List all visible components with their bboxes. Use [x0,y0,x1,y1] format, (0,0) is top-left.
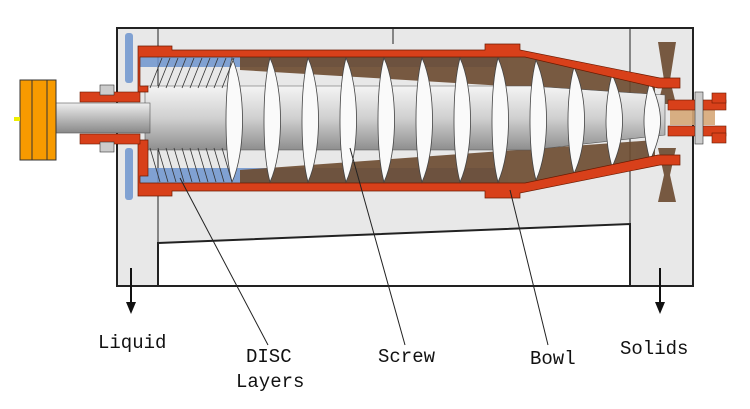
bowl [137,43,681,199]
disc-layer [149,57,163,183]
disc-layer [213,57,227,183]
label-bowl: Bowl [530,348,576,370]
screw-flight [339,56,357,184]
disc-layer [173,57,187,183]
disc-layer [197,57,211,183]
disc-layer [221,57,235,183]
screw-flight [529,58,547,182]
label-solids: Solids [620,338,689,360]
label-screw: Screw [378,346,436,368]
disc-layer [165,57,179,183]
label-liquid: Liquid [98,332,167,354]
leader-lines [179,147,549,346]
liquid-outlet-arrow [126,268,136,314]
label-layers: Layers [236,371,305,393]
disc-layer [189,57,203,183]
motor [14,79,57,161]
left-shaft [54,84,151,153]
screw-flight [453,56,471,184]
screw-flight [377,56,395,184]
screw-flight [301,56,319,184]
screw-conveyor [144,56,666,184]
screw-flight [263,56,281,184]
screw-flight [415,56,433,184]
disc-layer [181,57,195,183]
solids-outlet-arrow [655,268,665,314]
label-disc: DISC [246,346,292,368]
disc-layer [205,57,219,183]
screw-flight [491,56,509,184]
right-shaft [667,91,727,145]
disc-layer [157,57,171,183]
